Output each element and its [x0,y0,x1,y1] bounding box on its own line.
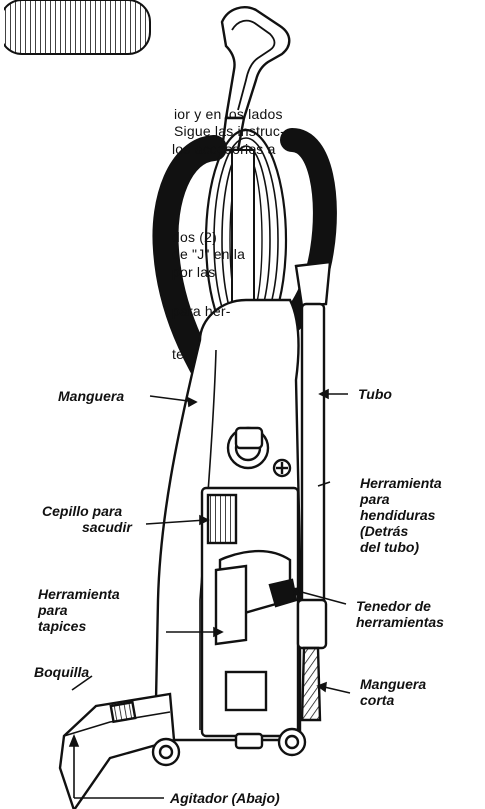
label-herramienta-hendiduras: Herramienta para hendiduras (Detrás del … [360,475,442,555]
body-line-7: por las [172,264,292,281]
label-tenedor-line2: herramientas [356,614,444,630]
label-agitador: Agitador (Abajo) [170,790,280,806]
vacuum-body-graphic [156,300,300,740]
label-manguera: Manguera [58,388,124,404]
label-hend-line2: para [360,491,442,507]
label-tenedor-herramientas: Tenedor de herramientas [356,598,444,630]
body-line-2: Sigue las instruc- [174,123,354,140]
body-line-5: dos (2) [172,229,262,246]
label-hend-line5: del tubo) [360,539,442,555]
label-tap-line3: tapices [38,618,120,634]
body-line-9: para her- [172,303,272,320]
label-hend-line1: Herramienta [360,475,442,491]
header-banner-graphic [0,0,150,54]
label-manguera-corta: Manguera corta [360,676,426,708]
label-hend-line4: (Detrás [360,523,442,539]
label-herramienta-tapices: Herramienta para tapices [38,586,120,634]
label-tap-line2: para [38,602,120,618]
label-manguera-corta-line2: corta [360,692,426,708]
body-line-1: ior y en los lados [174,106,354,123]
label-tenedor-line1: Tenedor de [356,598,444,614]
label-cepillo-para-sacudir: Cepillo para sacudir [42,503,132,535]
label-tap-line1: Herramienta [38,586,120,602]
body-line-3: los accesorios a [172,141,352,158]
label-manguera-corta-line1: Manguera [360,676,426,692]
body-line-6: de "J" en la [172,246,292,263]
label-boquilla: Boquilla [34,664,89,680]
label-cepillo-line1: Cepillo para [42,503,132,519]
label-tubo: Tubo [358,386,392,402]
body-line-11: te [172,346,212,363]
label-cepillo-line2: sacudir [42,519,132,535]
label-hend-line3: hendiduras [360,507,442,523]
